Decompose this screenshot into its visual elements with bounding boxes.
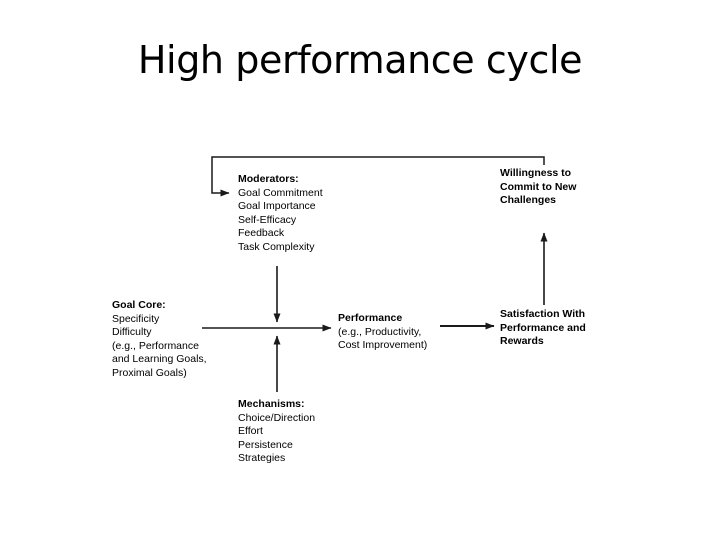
node-performance-line-1: (e.g., Productivity,	[338, 325, 422, 338]
node-performance[interactable]: Performance (e.g., Productivity, Cost Im…	[338, 312, 427, 353]
node-goal-core-line-2: Difficulty	[112, 326, 152, 339]
node-moderators-line-1: Goal Commitment	[238, 186, 323, 199]
node-goal-core-line-1: Specificity	[112, 312, 160, 325]
node-mechanisms-line-4: Strategies	[238, 452, 286, 465]
node-performance-heading: Performance	[338, 312, 403, 324]
node-moderators-line-3: Self-Efficacy	[238, 213, 297, 226]
node-satisfaction-line-2: Rewards	[500, 335, 544, 348]
node-mechanisms-line-2: Effort	[238, 425, 263, 438]
node-satisfaction[interactable]: Satisfaction With Performance and Reward…	[500, 308, 586, 349]
node-goal-core-line-5: Proximal Goals)	[112, 366, 187, 379]
node-mechanisms-line-1: Choice/Direction	[238, 411, 316, 424]
node-moderators-line-5: Task Complexity	[238, 240, 315, 253]
node-willingness[interactable]: Willingness to Commit to New Challenges	[500, 167, 576, 208]
node-goal-core-heading: Goal Core:	[112, 299, 166, 311]
node-satisfaction-heading: Satisfaction With	[500, 308, 586, 320]
node-willingness-line-2: Challenges	[500, 194, 557, 207]
node-goal-core-line-4: and Learning Goals,	[112, 353, 207, 366]
connector-feedback-loop	[211, 156, 545, 197]
node-willingness-line-1: Commit to New	[500, 180, 577, 193]
node-mechanisms-heading: Mechanisms:	[238, 398, 305, 410]
node-moderators[interactable]: Moderators: Goal Commitment Goal Importa…	[238, 173, 323, 255]
node-goal-core-line-3: (e.g., Performance	[112, 339, 199, 352]
node-mechanisms-line-3: Persistence	[238, 438, 293, 451]
node-willingness-heading: Willingness to	[500, 167, 572, 179]
node-moderators-line-2: Goal Importance	[238, 200, 316, 213]
node-satisfaction-line-1: Performance and	[500, 321, 586, 334]
node-mechanisms[interactable]: Mechanisms: Choice/Direction Effort Pers…	[238, 398, 315, 466]
node-moderators-heading: Moderators:	[238, 173, 299, 185]
node-moderators-line-4: Feedback	[238, 227, 285, 240]
node-performance-line-2: Cost Improvement)	[338, 339, 428, 352]
node-goal-core[interactable]: Goal Core: Specificity Difficulty (e.g.,…	[112, 299, 207, 381]
page-title: High performance cycle	[137, 38, 583, 82]
